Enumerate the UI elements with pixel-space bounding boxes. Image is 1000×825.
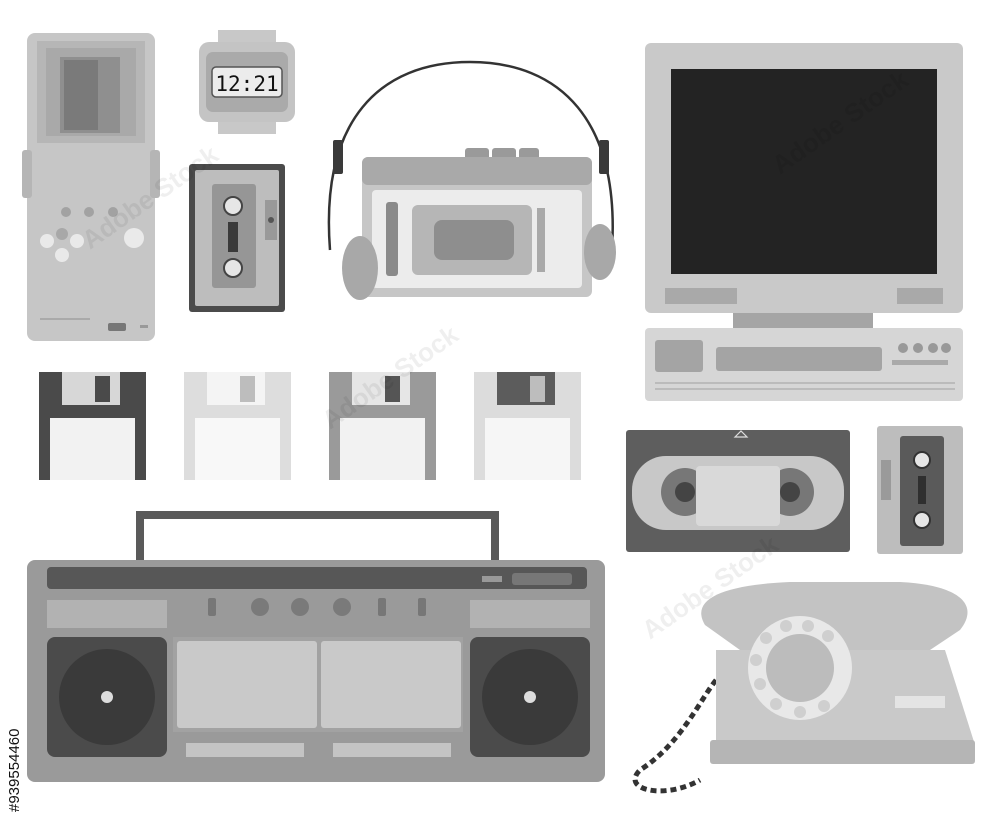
boombox [27,511,605,782]
rotary-telephone [632,582,975,794]
floppy-disk-2 [184,372,291,480]
floppy-disk-4 [474,372,581,480]
audio-cassette-2 [877,426,963,554]
floppy-disk-3 [329,372,436,480]
stock-id-text: #939554460 [6,728,23,812]
walkman-with-headphones [327,60,616,300]
stock-id-label: #939554460 [6,580,26,820]
crt-monitor-computer [645,43,963,401]
watch-time: 12:21 [215,72,278,96]
audio-cassette [189,164,285,312]
monitor-screen [671,69,937,274]
floppy-disk-1 [39,372,146,480]
digital-wristwatch: 12:21 [199,30,295,134]
handheld-game-console [22,33,160,341]
vhs-tape [626,430,850,552]
floppy-disks [39,372,581,480]
